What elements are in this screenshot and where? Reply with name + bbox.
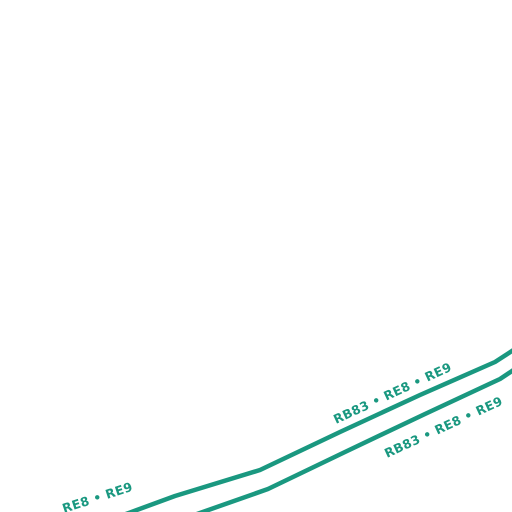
rail-route-north-line (124, 348, 512, 512)
route-label-north-main: RB83 • RE8 • RE9 (331, 359, 454, 427)
route-label-north-secondary: RE8 • RE9 (60, 479, 134, 512)
rail-route-south-line (195, 368, 512, 512)
